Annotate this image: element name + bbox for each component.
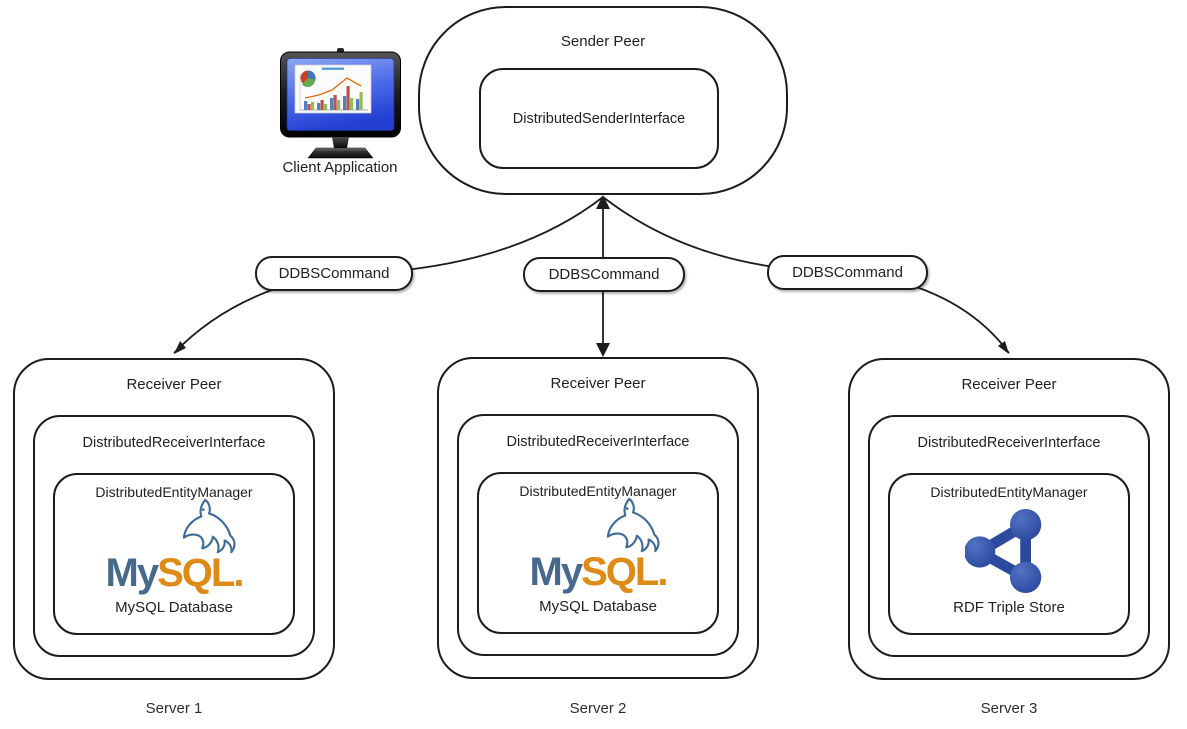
store-label: RDF Triple Store xyxy=(953,599,1065,616)
rdf-triple-store-icon xyxy=(965,508,1042,594)
store-label: MySQL Database xyxy=(115,599,233,616)
arrowhead-up-sender xyxy=(596,195,610,209)
arrowhead-down-middle xyxy=(596,343,610,357)
server-label-3: Server 3 xyxy=(980,700,1038,717)
distributed-receiver-interface-node: DistributedReceiverInterface Distributed… xyxy=(868,415,1150,657)
distributed-entity-manager-node: DistributedEntityManager MySQL. MySQL Da… xyxy=(53,473,295,635)
mysql-dolphin-icon xyxy=(182,498,236,554)
distributed-entity-manager-node: DistributedEntityManager MySQL. MySQL Da… xyxy=(477,472,719,634)
distributed-entity-manager-label: DistributedEntityManager xyxy=(930,484,1088,500)
distributed-entity-manager-node: DistributedEntityManager xyxy=(888,473,1130,635)
receiver-peer-node-2: Receiver Peer DistributedReceiverInterfa… xyxy=(437,357,759,679)
arrowhead-down-left xyxy=(174,341,186,354)
distributed-receiver-interface-label: DistributedReceiverInterface xyxy=(506,434,690,450)
ddbs-command-node-3: DDBSCommand xyxy=(767,255,928,290)
distributed-receiver-interface-label: DistributedReceiverInterface xyxy=(82,435,266,451)
ddbs-command-node-1: DDBSCommand xyxy=(255,256,413,291)
sender-peer-node: Sender Peer DistributedSenderInterface xyxy=(418,6,788,195)
distributed-entity-manager-label: DistributedEntityManager xyxy=(95,484,253,500)
distributed-receiver-interface-node: DistributedReceiverInterface Distributed… xyxy=(33,415,315,657)
receiver-peer-title: Receiver Peer xyxy=(961,376,1057,393)
server-label-2: Server 2 xyxy=(569,700,627,717)
client-application-label: Client Application xyxy=(282,159,398,176)
mysql-dolphin-icon xyxy=(606,497,660,553)
distributed-receiver-interface-node: DistributedReceiverInterface Distributed… xyxy=(457,414,739,656)
receiver-peer-node-1: Receiver Peer DistributedReceiverInterfa… xyxy=(13,358,335,680)
sender-peer-title: Sender Peer xyxy=(560,33,646,50)
distributed-sender-interface-node: DistributedSenderInterface xyxy=(479,68,719,169)
mysql-wordmark: MySQL. xyxy=(529,550,669,594)
receiver-peer-title: Receiver Peer xyxy=(550,375,646,392)
client-application-icon xyxy=(280,48,401,160)
receiver-peer-node-3: Receiver Peer DistributedReceiverInterfa… xyxy=(848,358,1170,680)
store-label: MySQL Database xyxy=(539,598,657,615)
distributed-entity-manager-label: DistributedEntityManager xyxy=(519,483,677,499)
ddbs-command-node-2: DDBSCommand xyxy=(523,257,685,292)
arrowhead-down-right xyxy=(998,341,1009,354)
server-label-1: Server 1 xyxy=(145,700,203,717)
monitor-icon xyxy=(280,48,401,159)
distributed-receiver-interface-label: DistributedReceiverInterface xyxy=(917,435,1101,451)
receiver-peer-title: Receiver Peer xyxy=(126,376,222,393)
mysql-wordmark: MySQL. xyxy=(105,551,245,595)
